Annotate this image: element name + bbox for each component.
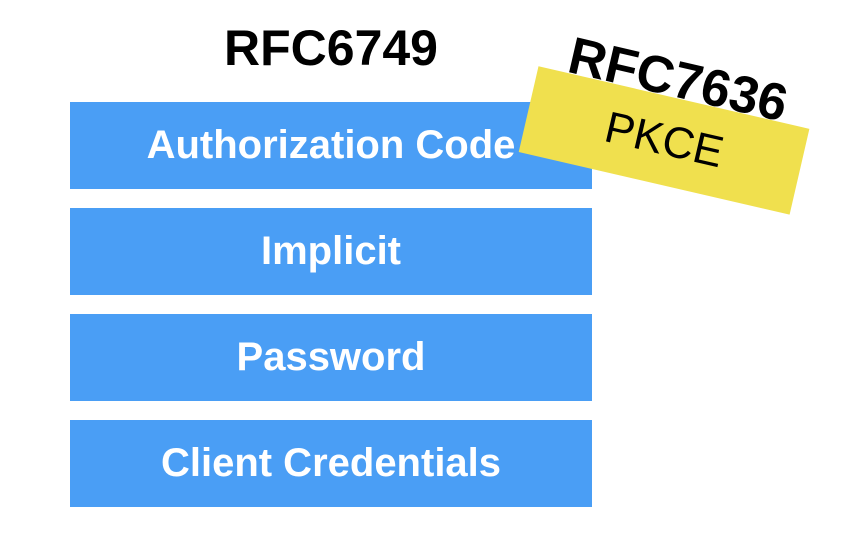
bar-label-password: Password <box>236 335 426 379</box>
rfc6749-title: RFC6749 <box>224 20 438 76</box>
bar-authorization-code: Authorization Code <box>70 102 592 189</box>
bar-label-implicit: Implicit <box>260 229 402 273</box>
bar-client-credentials: Client Credentials <box>70 420 592 507</box>
bar-password: Password <box>70 314 592 401</box>
bar-label-client-credentials: Client Credentials <box>160 441 502 485</box>
bar-implicit: Implicit <box>70 208 592 295</box>
bar-label-authorization-code: Authorization Code <box>146 123 516 167</box>
grant-bars-list: Authorization Code Implicit Password Cli… <box>70 102 592 526</box>
